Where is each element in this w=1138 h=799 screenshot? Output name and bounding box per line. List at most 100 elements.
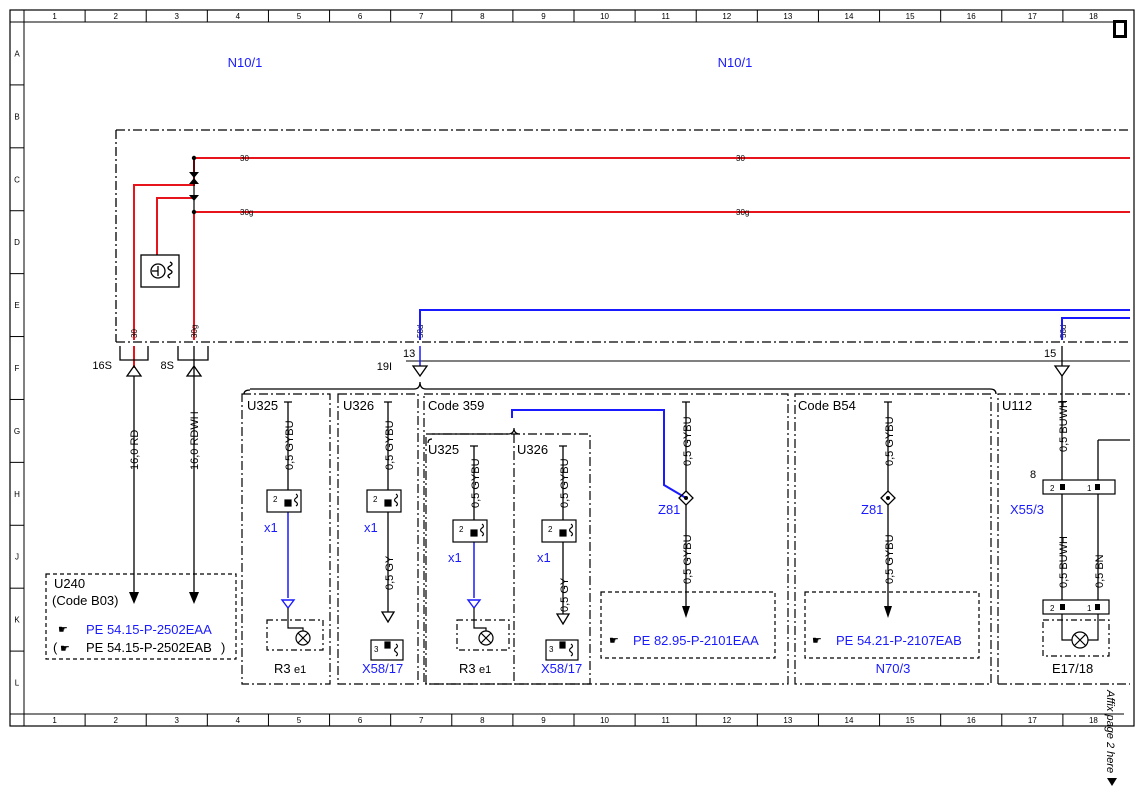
connector-8s bbox=[177, 346, 209, 377]
ref-link-5421[interactable]: PE 54.21-P-2107EAB bbox=[836, 633, 962, 648]
grid-column-label: 13 bbox=[783, 716, 792, 725]
grid-row-label: B bbox=[14, 112, 19, 121]
pin-13-label: 13 bbox=[403, 348, 415, 360]
code-blocks bbox=[241, 393, 1130, 685]
terminal-30-label-right: 30 bbox=[736, 154, 745, 163]
grid-column-label: 1 bbox=[52, 716, 57, 725]
grid-column-label: 6 bbox=[358, 716, 363, 725]
e1-label-1: e1 bbox=[294, 664, 306, 676]
red-wires bbox=[133, 157, 1130, 368]
connector-8s-label: 8S bbox=[161, 360, 174, 372]
grid-column-label: 11 bbox=[662, 716, 671, 725]
wire-gybu-label-8: 0,5 GYBU bbox=[559, 458, 571, 508]
module-boundary bbox=[115, 129, 1130, 343]
grid-column-label: 17 bbox=[1028, 12, 1037, 21]
wire-gybu-label-4: 0,5 GYBU bbox=[682, 534, 694, 584]
grid-column-label: 18 bbox=[1089, 12, 1098, 21]
lamp-icons bbox=[266, 608, 510, 651]
tee-symbols bbox=[284, 401, 1066, 452]
ref-link-8295[interactable]: PE 82.95-P-2101EAA bbox=[633, 633, 759, 648]
e17-18-lamp-icon bbox=[1042, 599, 1110, 657]
grid-column-label: 3 bbox=[175, 716, 180, 725]
grid-column-label: 4 bbox=[236, 716, 241, 725]
grid-column-label: 6 bbox=[358, 12, 363, 21]
u325-title: U325 bbox=[247, 398, 278, 413]
grid-column-label: 1 bbox=[52, 12, 57, 21]
grid-column-label: 17 bbox=[1028, 716, 1037, 725]
wire-gybu-label-7: 0,5 GYBU bbox=[470, 458, 482, 508]
grid-row-label: E bbox=[14, 301, 19, 310]
wire-16rd-label: 16,0 RD bbox=[129, 430, 141, 470]
blue-wire-58d bbox=[419, 309, 1130, 340]
svg-text:3: 3 bbox=[549, 645, 554, 654]
u240-block bbox=[45, 573, 237, 660]
pointer-icon: ☛ bbox=[609, 635, 619, 647]
terminal-30g-label: 30g bbox=[240, 208, 253, 217]
e1-label-2: e1 bbox=[479, 664, 491, 676]
wire-gy-label-2: 0,5 GY bbox=[559, 577, 571, 612]
u326-sub-title: U326 bbox=[517, 442, 548, 457]
fuse-icon bbox=[189, 172, 199, 184]
grid-column-label: 5 bbox=[297, 716, 302, 725]
module-label-right: N10/1 bbox=[718, 55, 753, 70]
codeb54-title: Code B54 bbox=[798, 398, 856, 413]
wire-buwh-label-2: 0,5 BUWH bbox=[1058, 536, 1070, 588]
svg-text:3: 3 bbox=[374, 645, 379, 654]
wire-gybu-label-3: 0,5 GYBU bbox=[682, 416, 694, 466]
code359-title: Code 359 bbox=[428, 398, 484, 413]
grid-column-label: 2 bbox=[113, 12, 118, 21]
svg-text:1: 1 bbox=[1087, 604, 1092, 613]
svg-text:): ) bbox=[221, 640, 225, 655]
sheet-frame bbox=[9, 9, 1135, 727]
wire-bn-label: 0,5 BN bbox=[1094, 554, 1106, 588]
grid-column-label: 15 bbox=[906, 716, 915, 725]
svg-text:2: 2 bbox=[1050, 484, 1055, 493]
pin-30g-label: 30g bbox=[190, 325, 199, 338]
grid-columns: 1122334455667788991010111112121313141415… bbox=[23, 10, 1098, 726]
grid-column-label: 9 bbox=[541, 716, 546, 725]
terminal-30g-label-right: 30g bbox=[736, 208, 749, 217]
x58-17-label-2: X58/17 bbox=[541, 661, 582, 676]
grid-row-label: H bbox=[14, 490, 20, 499]
grid-column-label: 3 bbox=[175, 12, 180, 21]
z81-label-1: Z81 bbox=[658, 502, 680, 517]
connector-19l-label: 19I bbox=[377, 361, 392, 373]
ref-box-5421 bbox=[804, 591, 980, 659]
grid-column-label: 12 bbox=[722, 716, 731, 725]
terminal-30-label: 30 bbox=[240, 154, 249, 163]
pointer-icon: ☛ bbox=[812, 635, 822, 647]
x1-label-2: x1 bbox=[364, 520, 378, 535]
wire-gybu-label-1: 0,5 GYBU bbox=[284, 420, 296, 470]
u240-code: (Code B03) bbox=[52, 593, 118, 608]
e17-18-label: E17/18 bbox=[1052, 661, 1093, 676]
z81-junction-icons bbox=[678, 490, 896, 506]
r3-label-1: R3 bbox=[274, 661, 291, 676]
grid-column-label: 16 bbox=[967, 12, 976, 21]
blue-wire-code359 bbox=[511, 409, 687, 499]
wire-buwh-label-1: 0,5 BUWH bbox=[1058, 400, 1070, 452]
grid-column-label: 8 bbox=[480, 12, 485, 21]
svg-text:2: 2 bbox=[373, 495, 378, 504]
n70-3-label: N70/3 bbox=[876, 661, 911, 676]
relay-icon bbox=[140, 254, 180, 288]
wire-gybu-label-6: 0,5 GYBU bbox=[884, 534, 896, 584]
grid-column-label: 8 bbox=[480, 716, 485, 725]
x58-17-connector-icons bbox=[370, 639, 579, 661]
z81-label-2: Z81 bbox=[861, 502, 883, 517]
grid-column-label: 15 bbox=[906, 12, 915, 21]
svg-text:2: 2 bbox=[459, 525, 464, 534]
wire-gybu-label-5: 0,5 GYBU bbox=[884, 416, 896, 466]
x1-label-4: x1 bbox=[537, 550, 551, 565]
grid-row-label: D bbox=[14, 238, 20, 247]
grid-column-label: 13 bbox=[783, 12, 792, 21]
grid-row-label: F bbox=[15, 364, 20, 373]
u240-ref-link-1[interactable]: PE 54.15-P-2502EAA bbox=[86, 622, 212, 637]
u326-title: U326 bbox=[343, 398, 374, 413]
grid-column-label: 4 bbox=[236, 12, 241, 21]
wire-gy-label-1: 0,5 GY bbox=[384, 555, 396, 590]
u240-ref-2: PE 54.15-P-2502EAB bbox=[86, 640, 212, 655]
wire-16rdwh-label: 16,0 RDWH bbox=[189, 411, 201, 470]
branch-brace bbox=[243, 381, 997, 395]
u240-title: U240 bbox=[54, 576, 85, 591]
grid-column-label: 10 bbox=[600, 12, 609, 21]
